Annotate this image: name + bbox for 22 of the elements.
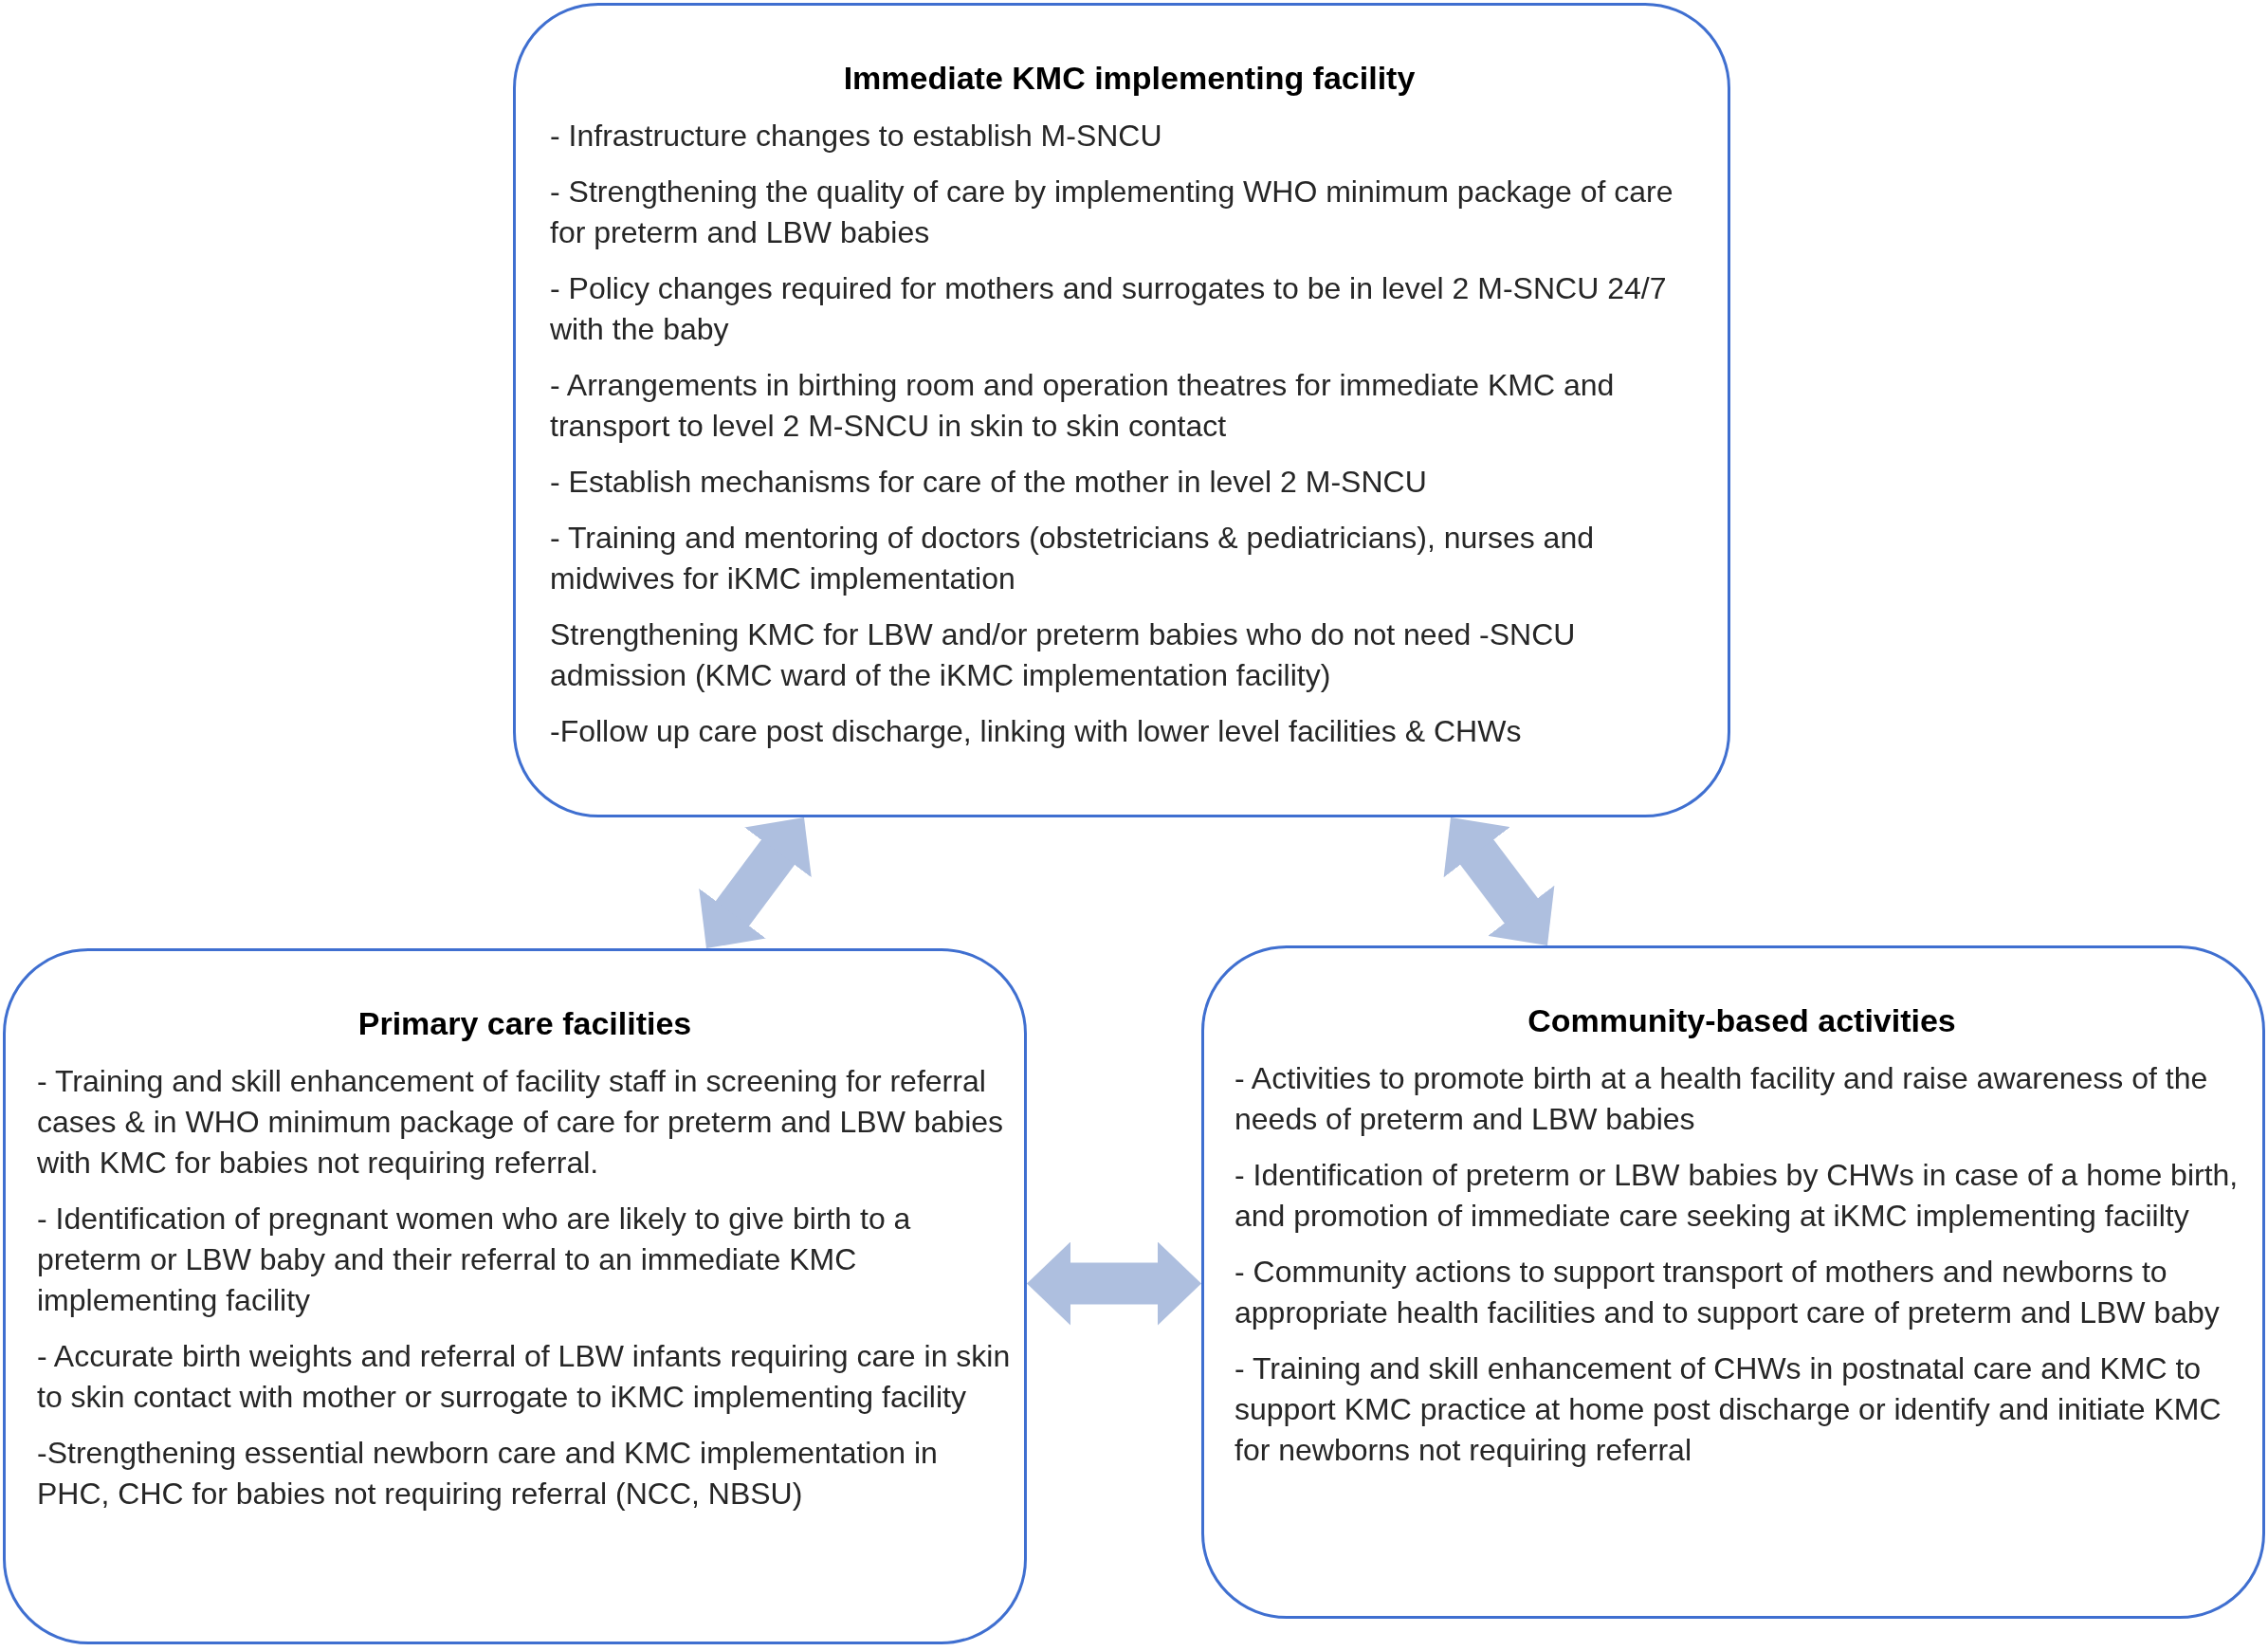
- bullet-text: - Establish mechanisms for care of the mother in level 2 M-SNCU: [550, 464, 1428, 501]
- box-heading: Immediate KMC implementing facility: [842, 59, 1417, 98]
- bullet-text: - Training and skill enhancement of facility staff in screening for referral cases & in WHO minimum package of care for preterm and LBW babies with KMC for babies not requiring referral.: [37, 1063, 1005, 1182]
- bullet-text: - Accurate birth weights and referral of LBW infants requiring care in skin to skin contact with mother or surrogate to iKMC implementing facility: [37, 1338, 1012, 1416]
- bullet-text: - Identification of preterm or LBW babies by CHWs in case of a home birth, and promotion of immediate care seeking at iKMC implementing faciilty: [1235, 1157, 2240, 1235]
- bullet-text: Strengthening KMC for LBW and/or preterm babies who do not need -SNCU admission (KMC ward of the iKMC implementation facility): [550, 616, 1577, 694]
- bullet-text: - Arrangements in birthing room and operation theatres for immediate KMC and transport to level 2 M-SNCU in skin to skin contact: [550, 367, 1616, 445]
- rounded-box: [1201, 945, 2265, 1619]
- bullet-text: - Policy changes required for mothers and surrogates to be in level 2 M-SNCU 24/7 with the baby: [550, 270, 1668, 348]
- box-heading: Primary care facilities: [357, 1004, 693, 1043]
- box-heading: Community-based activities: [1527, 1001, 1957, 1040]
- bullet-text: - Infrastructure changes to establish M-SNCU: [550, 118, 1163, 155]
- bullet-text: -Strengthening essential newborn care and KMC implementation in PHC, CHC for babies not requiring referral (NCC, NBSU): [37, 1435, 939, 1513]
- bullet-text: - Strengthening the quality of care by implementing WHO minimum package of care for preterm and LBW babies: [550, 174, 1674, 251]
- bullet-text: - Activities to promote birth at a health facility and raise awareness of the needs of preterm and LBW babies: [1235, 1060, 2209, 1138]
- rounded-box: [513, 3, 1730, 817]
- bullet-text: -Follow up care post discharge, linking with lower level facilities & CHWs: [550, 713, 1523, 750]
- rounded-box: [3, 948, 1027, 1644]
- bullet-text: - Identification of pregnant women who are likely to give birth to a preterm or LBW baby and their referral to an immediate KMC implementing facility: [37, 1201, 912, 1319]
- bullet-text: - Training and mentoring of doctors (obstetricians & pediatricians), nurses and midwives for iKMC implementation: [550, 520, 1595, 597]
- bullet-text: - Community actions to support transport of mothers and newborns to appropriate health facilities and to support care of preterm and LBW baby: [1235, 1254, 2221, 1331]
- bullet-text: - Training and skill enhancement of CHWs in postnatal care and KMC to support KMC practice at home post discharge or identify and initiate KMC for newborns not requiring referral: [1235, 1350, 2222, 1469]
